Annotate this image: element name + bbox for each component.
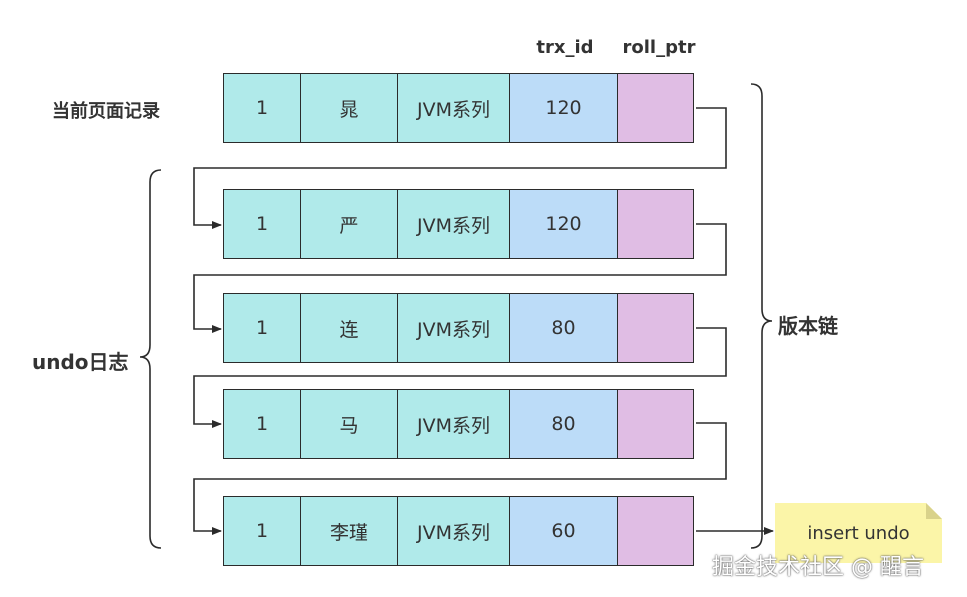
class-cell: JVM系列 [397, 293, 510, 363]
undo-log-brace [139, 169, 162, 549]
class-cell: JVM系列 [397, 189, 510, 259]
insert-undo-note [775, 503, 942, 563]
watermark: 掘金技术社区 @ 醒言 [712, 555, 924, 580]
trx-id-cell: 80 [508, 389, 619, 459]
name-cell: 连 [299, 293, 399, 363]
roll-ptr-cell [617, 189, 694, 259]
id-cell: 1 [223, 73, 301, 143]
insert-undo-label: insert undo [807, 523, 910, 544]
undo-record-row: 1 连 JVM系列 80 [223, 293, 696, 363]
roll-ptr-cell [617, 389, 694, 459]
class-cell: JVM系列 [397, 496, 510, 566]
roll-ptr-link-3 [193, 327, 727, 428]
roll-ptr-link-2 [193, 223, 727, 333]
roll-ptr-cell [617, 293, 694, 363]
id-cell: 1 [223, 293, 301, 363]
id-cell: 1 [223, 389, 301, 459]
trx-id-cell: 60 [508, 496, 619, 566]
undo-log-label: undo日志 [32, 350, 129, 374]
trx-id-header: trx_id [536, 37, 594, 58]
current-record-row: 1 晁 JVM系列 120 [223, 73, 696, 143]
roll-ptr-header: roll_ptr [622, 37, 696, 58]
version-chain-brace [750, 83, 773, 549]
version-chain-label: 版本链 [778, 314, 838, 338]
roll-ptr-cell [617, 496, 694, 566]
name-cell: 严 [299, 189, 399, 259]
class-cell: JVM系列 [397, 73, 510, 143]
trx-id-cell: 120 [508, 73, 619, 143]
id-cell: 1 [223, 496, 301, 566]
roll-ptr-link-4 [193, 422, 727, 535]
roll-ptr-cell [617, 73, 694, 143]
undo-record-row: 1 严 JVM系列 120 [223, 189, 696, 259]
trx-id-cell: 80 [508, 293, 619, 363]
trx-id-cell: 120 [508, 189, 619, 259]
class-cell: JVM系列 [397, 389, 510, 459]
name-cell: 晁 [299, 73, 399, 143]
undo-record-row: 1 马 JVM系列 80 [223, 389, 696, 459]
undo-record-row: 1 李瑾 JVM系列 60 [223, 496, 696, 566]
current-record-label: 当前页面记录 [52, 101, 160, 122]
roll-ptr-link-1 [193, 107, 727, 229]
id-cell: 1 [223, 189, 301, 259]
name-cell: 马 [299, 389, 399, 459]
name-cell: 李瑾 [299, 496, 399, 566]
